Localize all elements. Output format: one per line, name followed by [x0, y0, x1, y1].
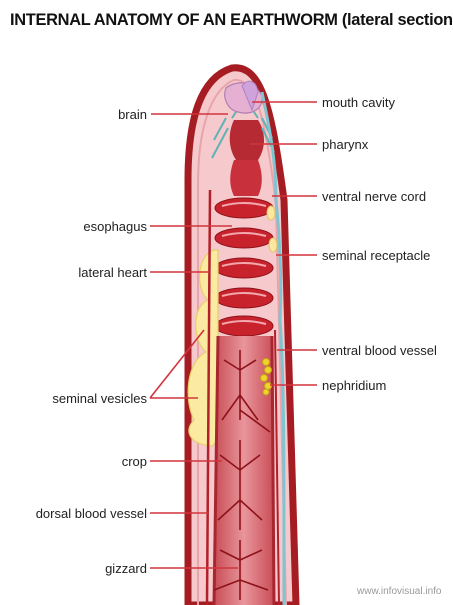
- gut-wall-right: [272, 336, 274, 605]
- credit-watermark: www.infovisual.info: [357, 586, 441, 597]
- label-esophagus: esophagus: [40, 219, 147, 235]
- label-crop: crop: [70, 454, 147, 470]
- seminal-receptacle-shape-2: [269, 238, 277, 252]
- label-gizzard: gizzard: [60, 561, 147, 577]
- label-pharynx: pharynx: [322, 137, 368, 153]
- seminal-receptacle-shape: [267, 206, 275, 220]
- label-seminal-receptacle: seminal receptacle: [322, 248, 430, 264]
- label-seminal-vesicles: seminal vesicles: [10, 391, 147, 407]
- label-mouth-cavity: mouth cavity: [322, 95, 395, 111]
- label-brain: brain: [70, 107, 147, 123]
- label-lateral-heart: lateral heart: [30, 265, 147, 281]
- pharynx-shape: [230, 120, 264, 160]
- label-ventral-blood-vessel: ventral blood vessel: [322, 343, 437, 359]
- label-nephridium: nephridium: [322, 378, 386, 394]
- label-dorsal-blood-vessel: dorsal blood vessel: [4, 506, 147, 522]
- esophagus-shape: [230, 160, 262, 196]
- label-ventral-nerve-cord: ventral nerve cord: [322, 189, 426, 205]
